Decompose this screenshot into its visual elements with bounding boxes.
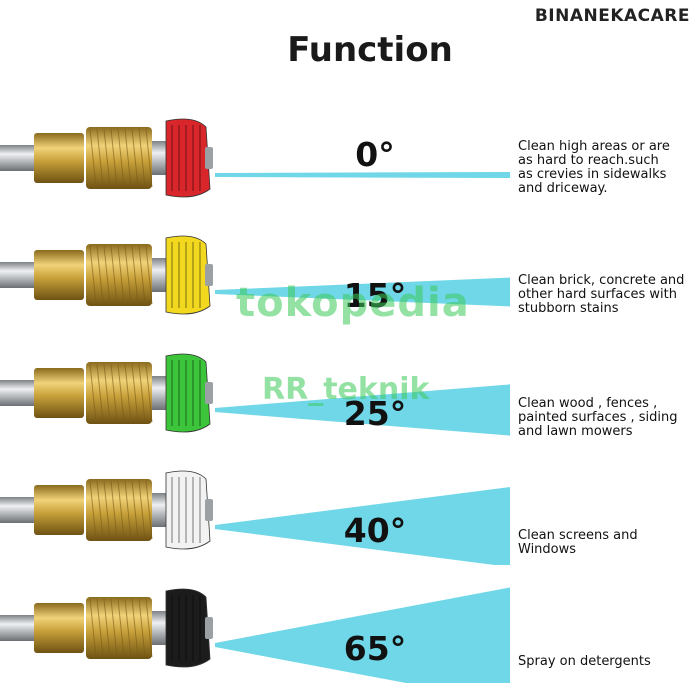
page-title: Function xyxy=(287,30,453,70)
spray-fan xyxy=(215,487,510,565)
nozzle-description: Clean wood , fences , painted surfaces ,… xyxy=(518,396,678,439)
spray-fan-shape xyxy=(215,172,510,178)
angle-label: 65° xyxy=(343,629,407,668)
nozzle-image xyxy=(0,118,213,198)
angle-label: 0° xyxy=(355,135,395,174)
spray-fan-shape xyxy=(215,384,510,436)
angle-label: 40° xyxy=(343,511,407,550)
spray-fan xyxy=(215,587,510,683)
angle-label: 25° xyxy=(343,394,407,433)
nozzle-image xyxy=(0,235,213,315)
nozzle-description: Spray on detergents xyxy=(518,654,651,669)
nozzle-image xyxy=(0,353,213,433)
nozzle-row: 40° Clean screens and Windows xyxy=(0,447,700,565)
nozzle-description: Clean brick, concrete and other hard sur… xyxy=(518,273,685,316)
nozzle-description: Clean screens and Windows xyxy=(518,528,638,557)
nozzle-row: 0° Clean high areas or are as hard to rea… xyxy=(0,95,700,213)
nozzle-row: 15° Clean brick, concrete and other hard … xyxy=(0,212,700,330)
spray-fan-shape xyxy=(215,487,510,565)
spray-fan xyxy=(215,277,510,307)
nozzle-image xyxy=(0,470,213,550)
spray-fan xyxy=(215,172,510,178)
nozzle-row: 65° Spray on detergents xyxy=(0,565,700,683)
nozzle-description: Clean high areas or are as hard to reach… xyxy=(518,139,670,196)
nozzle-row: 25° Clean wood , fences , painted surface… xyxy=(0,330,700,448)
nozzle-image xyxy=(0,588,213,668)
angle-label: 15° xyxy=(343,276,407,315)
brand-logo: BINANEKACARE xyxy=(534,6,690,26)
spray-fan xyxy=(215,384,510,436)
spray-fan-shape xyxy=(215,587,510,683)
spray-fan-shape xyxy=(215,277,510,307)
